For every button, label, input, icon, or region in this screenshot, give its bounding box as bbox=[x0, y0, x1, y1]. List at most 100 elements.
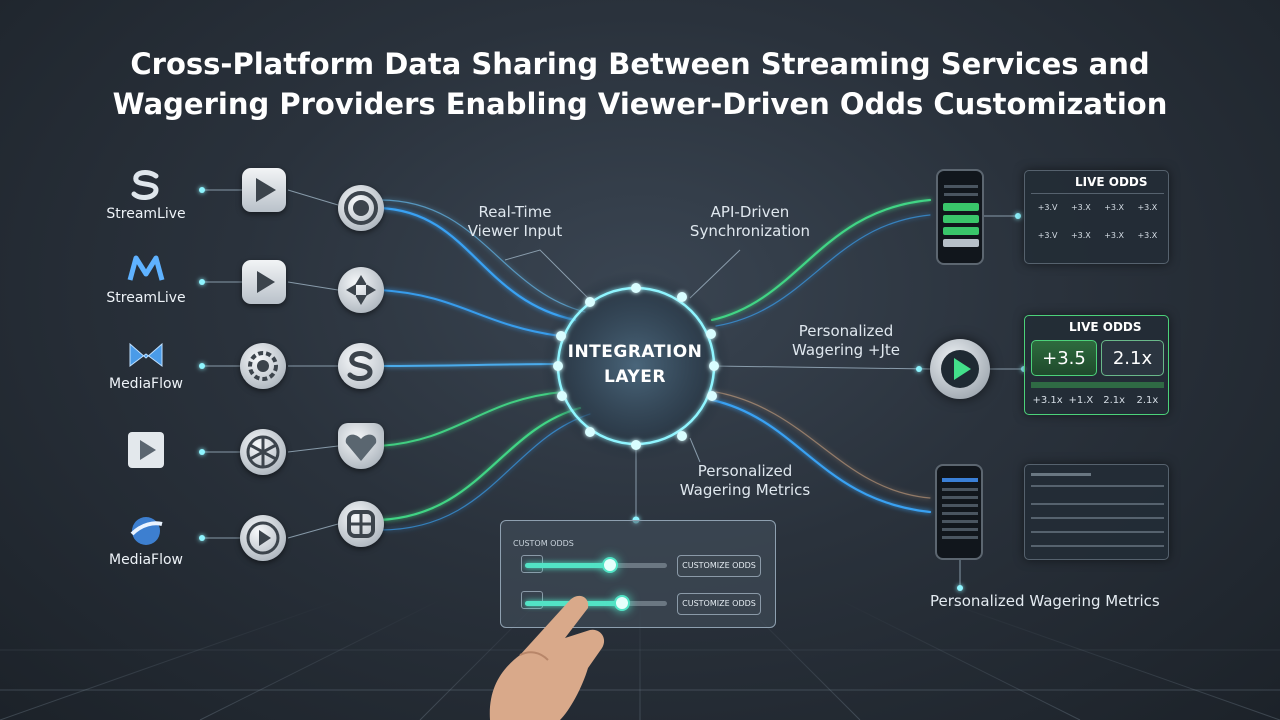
play-icon bbox=[242, 168, 286, 212]
m-chevron-icon bbox=[126, 338, 166, 372]
source-badge-5[interactable] bbox=[338, 501, 384, 547]
label-api-sync: API-Driven Synchronization bbox=[680, 203, 820, 241]
hub-node bbox=[585, 427, 595, 437]
label-line: Synchronization bbox=[680, 222, 820, 241]
stream-row-2 bbox=[380, 290, 560, 336]
source-brand-4[interactable] bbox=[86, 430, 206, 474]
play-icon bbox=[930, 339, 990, 399]
m-wave-icon bbox=[126, 252, 166, 286]
odds-cell: 2.1x bbox=[1131, 394, 1164, 408]
title-line-2: Wagering Providers Enabling Viewer-Drive… bbox=[0, 84, 1280, 124]
shield-ring-icon bbox=[338, 185, 384, 231]
heart-shield-icon bbox=[338, 423, 384, 469]
source-badge-3[interactable] bbox=[338, 343, 384, 389]
source-tile-4[interactable] bbox=[240, 429, 286, 475]
source-tile-3[interactable] bbox=[240, 343, 286, 389]
label-personalized-metrics: Personalized Wagering Metrics bbox=[670, 462, 820, 500]
panel-title: LIVE ODDS bbox=[1075, 175, 1148, 189]
globe-swoosh-icon bbox=[126, 514, 166, 548]
label-line: API-Driven bbox=[680, 203, 820, 222]
hub-node bbox=[706, 329, 716, 339]
odds-row: +3.1x +1.X 2.1x 2.1x bbox=[1031, 394, 1164, 408]
odds-cell: +3.V bbox=[1031, 201, 1064, 215]
odds-highlight-multiplier[interactable]: 2.1x bbox=[1101, 340, 1164, 376]
odds-cell: +3.X bbox=[1131, 201, 1164, 215]
odds-cell: +3.X bbox=[1064, 229, 1097, 243]
hub-node bbox=[631, 440, 641, 450]
odds-cell: 2.1x bbox=[1098, 394, 1131, 408]
source-brand-name: MediaFlow bbox=[109, 552, 183, 568]
source-tile-5[interactable] bbox=[240, 515, 286, 561]
odds-highlight-spread[interactable]: +3.5 bbox=[1031, 340, 1097, 376]
hub-node bbox=[677, 292, 687, 302]
source-badge-1[interactable] bbox=[338, 185, 384, 231]
source-brand-2[interactable]: StreamLive bbox=[86, 252, 206, 306]
hub-line-2: LAYER bbox=[560, 365, 710, 390]
node-dot bbox=[916, 366, 922, 372]
source-tile-1[interactable] bbox=[242, 168, 286, 212]
customize-odds-button[interactable]: CUSTOMIZE ODDS bbox=[677, 593, 761, 615]
custom-odds-title: CUSTOM ODDS bbox=[513, 539, 574, 548]
label-line: Real-Time bbox=[455, 203, 575, 222]
label-line: Viewer Input bbox=[455, 222, 575, 241]
source-brand-name: MediaFlow bbox=[109, 376, 183, 392]
label-personalized-wagering: Personalized Wagering +Jte bbox=[786, 322, 906, 360]
hub-node bbox=[631, 283, 641, 293]
hub-node bbox=[585, 297, 595, 307]
label-personalized-metrics-bottom: Personalized Wagering Metrics bbox=[930, 592, 1170, 610]
cross-arrows-icon bbox=[338, 267, 384, 313]
customize-odds-button[interactable]: CUSTOMIZE ODDS bbox=[677, 555, 761, 577]
s-letter-icon bbox=[338, 343, 384, 389]
odds-cell: +3.X bbox=[1064, 201, 1097, 215]
odds-cell: +3.X bbox=[1131, 229, 1164, 243]
integration-layer-label: INTEGRATION LAYER bbox=[560, 340, 710, 390]
wheel-icon bbox=[240, 429, 286, 475]
label-line: Wagering +Jte bbox=[786, 341, 906, 360]
metrics-table-panel[interactable] bbox=[1024, 464, 1169, 560]
hub-line-1: INTEGRATION bbox=[560, 340, 710, 365]
hub-node bbox=[707, 391, 717, 401]
source-brand-5[interactable]: MediaFlow bbox=[86, 514, 206, 568]
hub-node bbox=[557, 391, 567, 401]
source-tile-2[interactable] bbox=[242, 260, 286, 304]
title-line-1: Cross-Platform Data Sharing Between Stre… bbox=[0, 44, 1280, 84]
panel-title: LIVE ODDS bbox=[1069, 320, 1142, 334]
label-realtime-input: Real-Time Viewer Input bbox=[455, 203, 575, 241]
source-brand-name: StreamLive bbox=[106, 290, 185, 306]
source-brand-1[interactable]: StreamLive bbox=[86, 168, 206, 222]
live-odds-panel-mid[interactable]: LIVE ODDS +3.5 2.1x +3.1x +1.X 2.1x 2.1x bbox=[1024, 315, 1169, 415]
hand-pointer-icon bbox=[470, 560, 620, 720]
play-square-icon bbox=[126, 430, 166, 470]
odds-cell: +1.X bbox=[1064, 394, 1097, 408]
label-line: Personalized bbox=[670, 462, 820, 481]
label-line: Wagering Metrics bbox=[670, 481, 820, 500]
gear-icon bbox=[240, 343, 286, 389]
play-icon bbox=[242, 260, 286, 304]
node-dot bbox=[1015, 213, 1021, 219]
odds-cell: +3.X bbox=[1098, 201, 1131, 215]
source-brand-name: StreamLive bbox=[106, 206, 185, 222]
odds-cell: +3.V bbox=[1031, 229, 1064, 243]
live-odds-panel-top[interactable]: LIVE ODDS +3.V +3.X +3.X +3.X +3.V +3.X … bbox=[1024, 170, 1169, 264]
phone-mockup-bottom bbox=[935, 464, 983, 560]
stream-row-3 bbox=[380, 364, 560, 366]
stream-row-4 bbox=[380, 392, 562, 446]
hub-node bbox=[709, 361, 719, 371]
hub-node bbox=[677, 431, 687, 441]
source-badge-4[interactable] bbox=[338, 423, 384, 469]
grid-shield-icon bbox=[338, 501, 384, 547]
play-button[interactable] bbox=[930, 339, 990, 399]
phone-mockup-top bbox=[936, 169, 984, 265]
stream-row-5 bbox=[380, 408, 580, 520]
s-swirl-icon bbox=[126, 168, 166, 202]
source-brand-3[interactable]: MediaFlow bbox=[86, 338, 206, 392]
odds-row: +3.V +3.X +3.X +3.X bbox=[1031, 229, 1164, 243]
odds-row: +3.V +3.X +3.X +3.X bbox=[1031, 201, 1164, 215]
play-circle-icon bbox=[240, 515, 286, 561]
node-dot bbox=[957, 585, 963, 591]
odds-cell: +3.X bbox=[1098, 229, 1131, 243]
odds-cell: +3.1x bbox=[1031, 394, 1064, 408]
label-line: Personalized bbox=[786, 322, 906, 341]
source-badge-2[interactable] bbox=[338, 267, 384, 313]
diagram-title: Cross-Platform Data Sharing Between Stre… bbox=[0, 44, 1280, 124]
